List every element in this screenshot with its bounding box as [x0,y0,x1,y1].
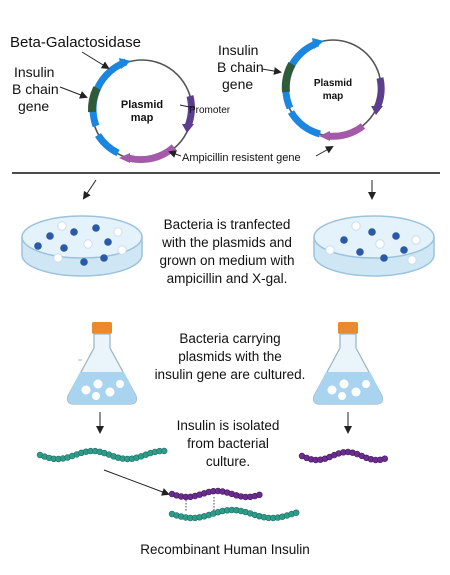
colony-blue [46,232,54,240]
right-dish-colonies [325,221,421,265]
colony-blue [356,248,364,256]
final-product-label: Recombinant Human Insulin [140,542,310,557]
right-plasmid-label-2: map [323,91,344,102]
right-petri-dish [313,215,435,277]
svg-text:with the plasmids and: with the plasmids and [161,235,292,250]
colony-white [351,221,361,231]
amp-label: Ampicillin resistent gene [182,152,301,164]
right-flask-cap [338,322,358,334]
recombinant-insulin [168,487,300,522]
right-promoter-arrowhead [371,106,383,115]
colony-white [407,255,417,265]
amino-acid-bead [381,455,388,462]
svg-text:grown on medium with: grown on medium with [159,253,294,268]
beta-gal-label: Beta-Galactosidase [10,34,141,51]
step-isolate-text: Insulin is isolated from bacterial cultu… [177,418,280,469]
left-plasmid-label-1: Plasmid [121,99,163,111]
final-purple-chain [168,487,263,501]
svg-text:ampicillin and X-gal.: ampicillin and X-gal. [167,271,288,286]
left-plasmid: Plasmid map [87,58,195,164]
colony-white [53,253,63,263]
left-insulin-label-1: Insulin [14,64,54,80]
final-teal-chain [168,506,300,522]
colony-blue [92,224,100,232]
colony-white [117,245,127,255]
right-insulin-segment [281,62,296,93]
colony-white [325,245,335,255]
colony-blue [60,244,68,252]
colony-blue [104,238,112,246]
left-petri-dish [21,215,143,277]
left-insulin-label-3: gene [18,98,49,114]
colony-blue [392,232,400,240]
svg-text:Insulin is isolated: Insulin is isolated [177,418,280,433]
amp-arrow-left [168,150,182,158]
right-plasmid: Plasmid map [281,38,385,141]
left-flask-cap [92,322,112,334]
right-flask-liquid [313,372,383,404]
colony-blue [340,236,348,244]
left-plasmid-label-2: map [131,112,154,124]
step-culture-text: Bacteria carrying plasmids with the insu… [155,331,306,382]
svg-text:from bacterial: from bacterial [187,436,269,451]
colony-white [113,227,123,237]
purple-insulin-chain [298,448,388,464]
left-insulin-segment [87,86,101,113]
right-lacZ-lower-segment [287,110,322,138]
colony-white [57,221,67,231]
amino-acid-bead [161,447,168,455]
step-transfect-text: Bacteria is tranfected with the plasmids… [159,217,294,286]
left-dish-colonies [34,221,127,266]
left-flask [66,322,138,405]
amino-acid-bead [256,491,263,498]
arrow-to-product [103,469,170,496]
colony-white [411,235,421,245]
promoter-label: Promoter [189,105,231,116]
left-promoter-arrowhead [182,124,194,133]
colony-blue [368,228,376,236]
left-lacZ-arrowhead [119,58,131,69]
beta-gal-arrow [81,51,110,70]
teal-insulin-chain [36,447,168,463]
amino-acid-bead [293,509,300,516]
right-amp-segment [327,123,366,140]
promoter-pointer [179,104,195,109]
svg-text:Bacteria is tranfected: Bacteria is tranfected [164,217,291,232]
svg-text:plasmids with the: plasmids with the [178,349,282,364]
right-insulin-label-1: Insulin [218,42,258,58]
colony-blue [34,242,42,250]
right-insulin-arrow [261,67,282,75]
arrow-to-left-dish [82,179,97,200]
colony-blue [400,246,408,254]
colony-blue [80,258,88,266]
colony-blue [70,228,78,236]
right-promoter-segment [373,77,385,110]
left-amp-arrowhead [119,153,130,163]
left-insulin-label-2: B chain [12,81,59,97]
amp-arrow-right [315,146,334,157]
colony-blue [380,254,388,262]
right-amp-arrowhead [319,131,330,141]
left-lacZ-lower-segment [95,132,120,157]
right-lacZ-arrowhead [312,38,324,49]
colony-white [375,239,385,249]
disulfide-bonds [185,497,215,511]
right-flask [312,322,384,405]
left-flask-liquid [67,372,137,404]
left-lacZ-segment [89,58,128,128]
right-insulin-label-2: B chain [217,59,264,75]
colony-white [83,239,93,249]
left-amp-segment [127,144,177,164]
svg-text:Bacteria carrying: Bacteria carrying [179,331,280,346]
left-insulin-arrow [59,86,88,99]
svg-text:insulin gene are cultured.: insulin gene are cultured. [155,367,306,382]
right-plasmid-label-1: Plasmid [314,78,352,89]
colony-blue [100,254,108,262]
right-insulin-label-3: gene [222,76,253,92]
svg-text:culture.: culture. [206,454,250,469]
